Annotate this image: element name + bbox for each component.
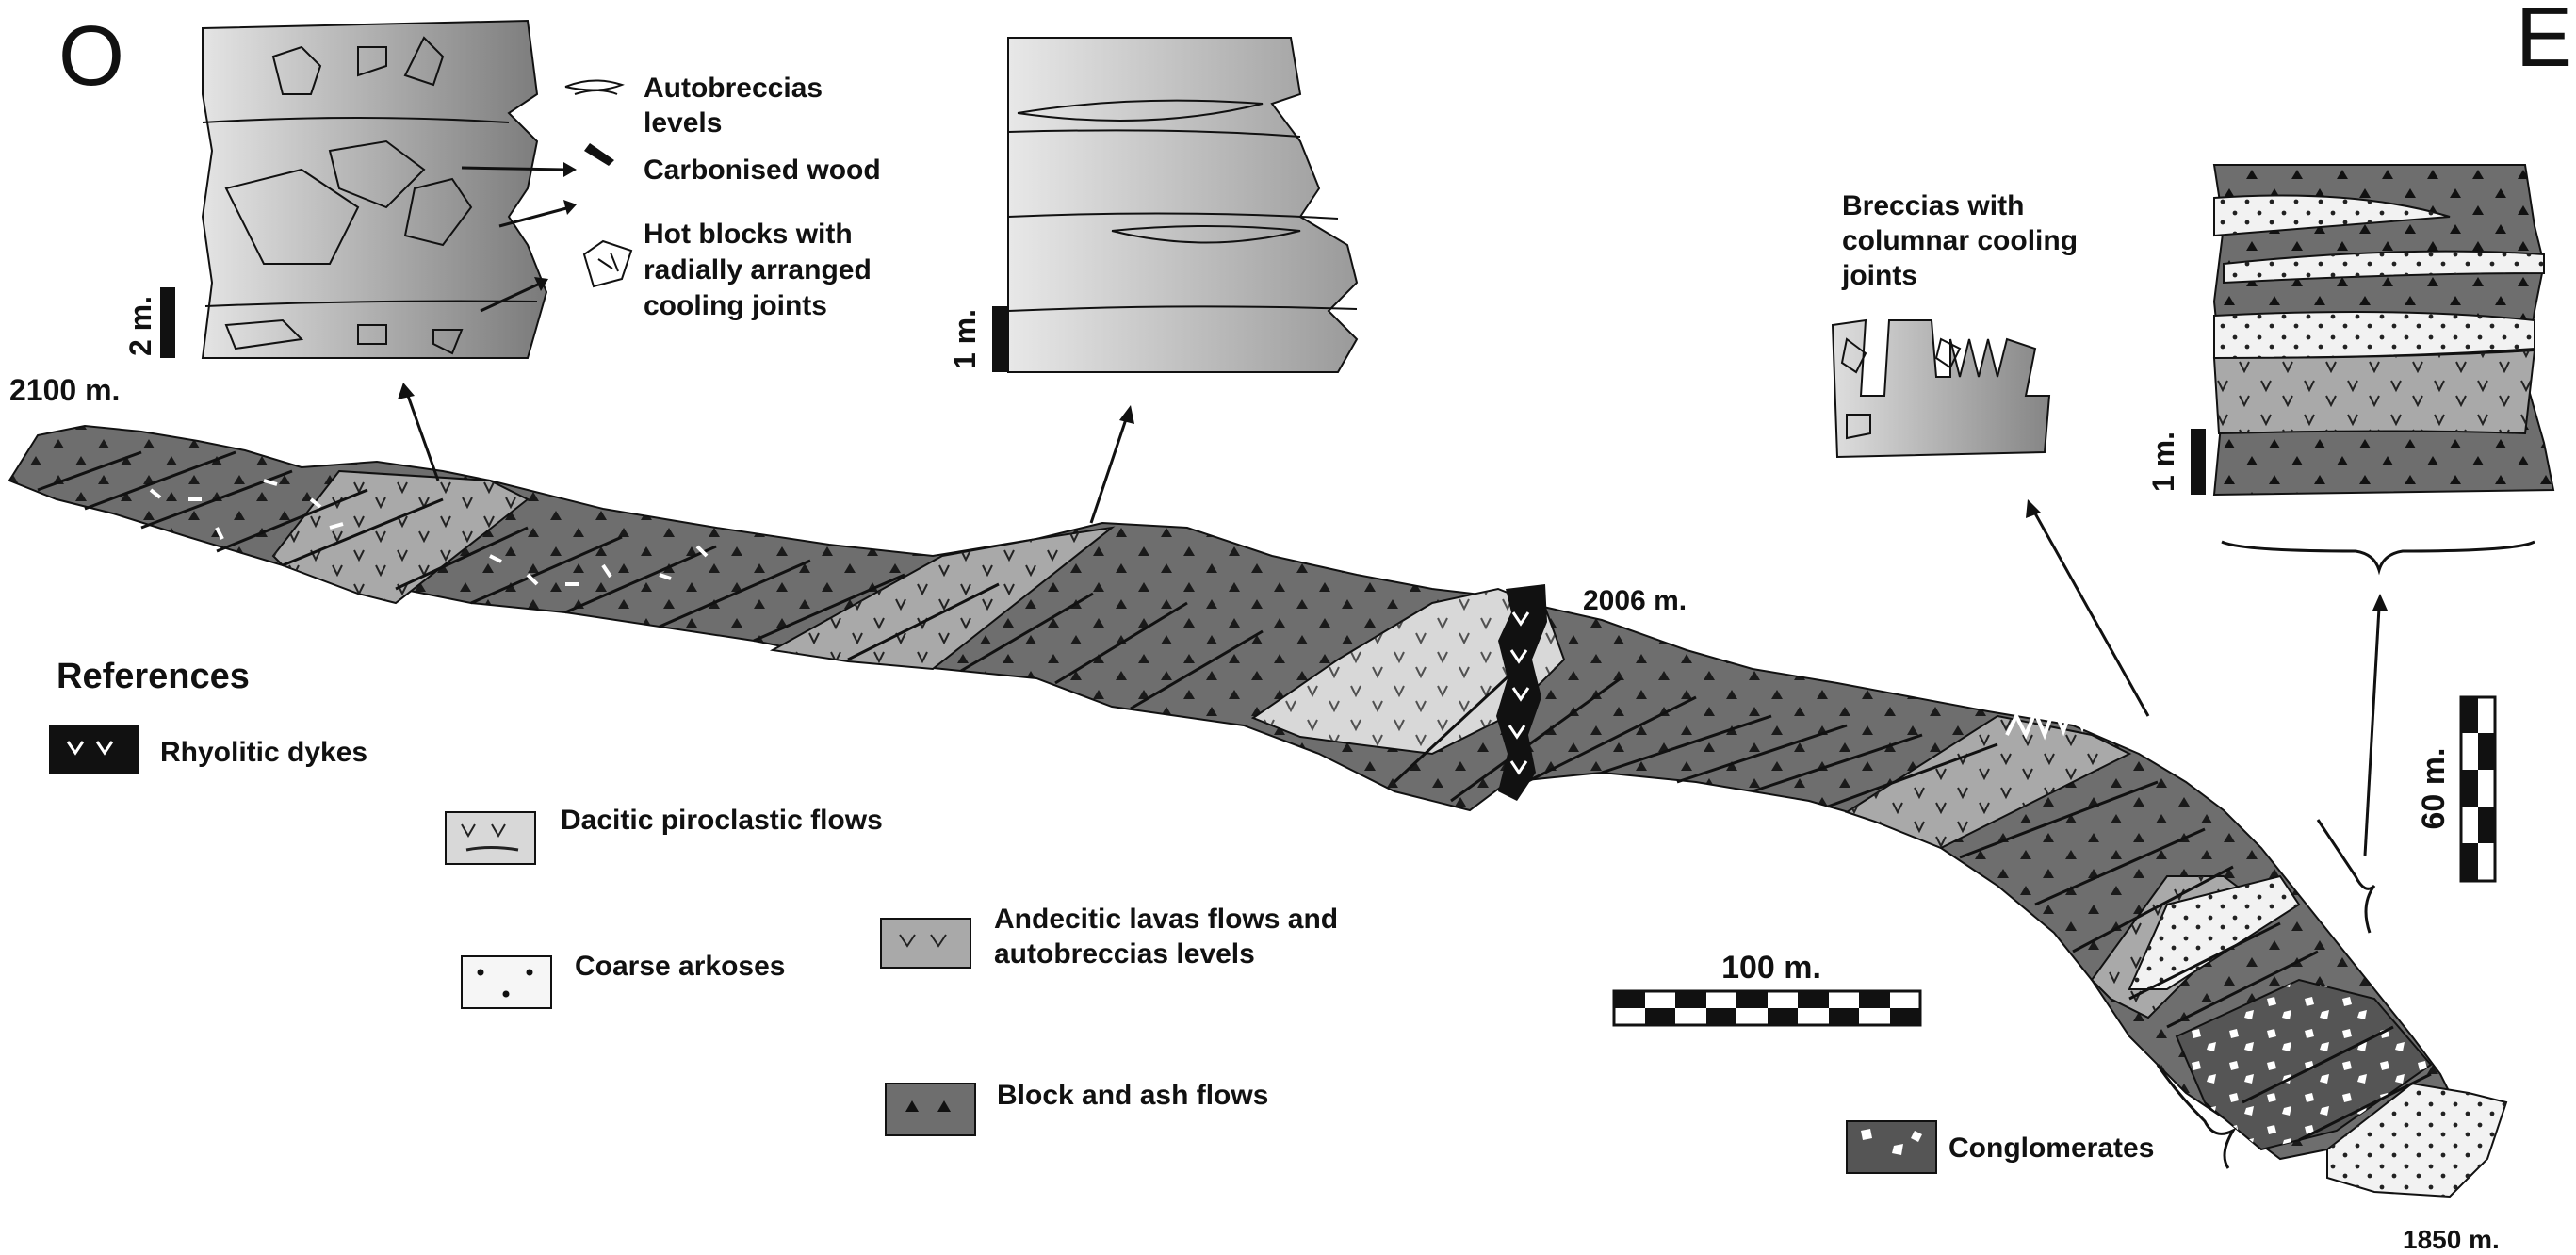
- hot-blocks-line-3: cooling joints: [644, 290, 827, 321]
- dacitic-swatch: [445, 811, 536, 865]
- white-clasts: [149, 479, 709, 586]
- carbonised-wood-label: Carbonised wood: [644, 155, 881, 186]
- inset-d-scale-label: 1 m.: [2146, 432, 2180, 492]
- inset-b-scale-label: 1 m.: [948, 309, 982, 369]
- andesitic-line-1: Andecitic lavas flows and: [994, 904, 1338, 935]
- columnar-comb: [2005, 695, 2141, 741]
- breccias-line-3: joints: [1841, 260, 1917, 291]
- andesitic-line-2: autobreccias levels: [994, 938, 1255, 970]
- autobreccias-icon: [564, 79, 625, 95]
- elevation-1850: 1850 m.: [2403, 1225, 2500, 1254]
- legend-label-conglomerates: Conglomerates: [1948, 1133, 2154, 1164]
- inset-b-body: [1007, 37, 1359, 373]
- legend-label-dacitic: Dacitic piroclastic flows: [561, 805, 883, 836]
- legend-item-rhyolitic: Rhyolitic dykes: [49, 725, 367, 774]
- andesitic-swatch: [880, 918, 971, 969]
- legend-label-block-ash: Block and ash flows: [997, 1080, 1268, 1111]
- inset-c-body: [1831, 318, 2051, 459]
- legend-label-andesitic: Andecitic lavas flows and autobreccias l…: [994, 904, 1345, 970]
- inset-c: Breccias with columnar cooling joints: [1831, 190, 2150, 717]
- west-label: O: [58, 9, 124, 104]
- hot-blocks-line-2: radially arranged: [644, 254, 872, 285]
- dyke-v-marks: [1508, 611, 1530, 775]
- hot-blocks-label: Hot blocks with radially arranged coolin…: [644, 219, 879, 321]
- hot-blocks-line-1: Hot blocks with: [644, 219, 853, 250]
- legend-item-dacitic: Dacitic piroclastic flows: [445, 805, 883, 865]
- conglomerates-swatch: [1846, 1120, 1937, 1174]
- breccias-line-2: columnar cooling: [1842, 225, 2078, 256]
- vertical-scalebar: 60 m.: [2416, 695, 2497, 883]
- autobreccias-line-2: levels: [644, 107, 722, 139]
- breccias-line-1: Breccias with: [1842, 190, 2024, 221]
- legend-item-conglomerates: Conglomerates: [1846, 1120, 2154, 1174]
- legend-item-arkoses: Coarse arkoses: [461, 951, 785, 1009]
- inset-a: 2 m. Autobreccias levels Carbonised wood…: [123, 19, 881, 481]
- legend-title: References: [57, 657, 250, 696]
- east-label: E: [2516, 0, 2572, 85]
- lower-brace: [2156, 1064, 2237, 1169]
- inset-d: 1 m.: [2146, 164, 2555, 856]
- rhyolitic-dyke: [1496, 584, 1547, 801]
- bedding-lines: [37, 450, 2432, 1142]
- right-brace: [2316, 819, 2376, 934]
- legend-label-rhyolitic: Rhyolitic dykes: [160, 737, 367, 768]
- elevation-2100: 2100 m.: [9, 373, 120, 407]
- vertical-scale-label: 60 m.: [2416, 748, 2452, 830]
- elevation-2006: 2006 m.: [1583, 585, 1687, 616]
- inset-a-scale-label: 2 m.: [123, 296, 157, 356]
- rhyolitic-swatch: [49, 725, 139, 774]
- cross-section-profile: 2006 m.: [8, 424, 2508, 1198]
- horizontal-scalebar: 100 m.: [1612, 950, 1922, 1027]
- inset-a-body: [201, 19, 548, 359]
- horizontal-scale-label: 100 m.: [1721, 950, 1821, 986]
- wood-icon: [584, 143, 614, 166]
- inset-b: 1 m.: [948, 37, 1359, 524]
- legend-item-block-ash: Block and ash flows: [885, 1080, 1268, 1136]
- autobreccias-line-1: Autobreccias: [644, 73, 823, 104]
- breccias-title: Breccias with columnar cooling joints: [1841, 190, 2085, 291]
- legend-item-andesitic: Andecitic lavas flows and autobreccias l…: [880, 904, 1345, 970]
- legend: References Rhyolitic dykes Dacitic piroc…: [49, 657, 2154, 1174]
- autobreccias-label: Autobreccias levels: [644, 73, 830, 139]
- legend-label-arkoses: Coarse arkoses: [575, 951, 785, 982]
- arkoses-swatch: [461, 955, 552, 1009]
- block-ash-swatch: [885, 1083, 976, 1136]
- hot-block-icon: [582, 239, 633, 288]
